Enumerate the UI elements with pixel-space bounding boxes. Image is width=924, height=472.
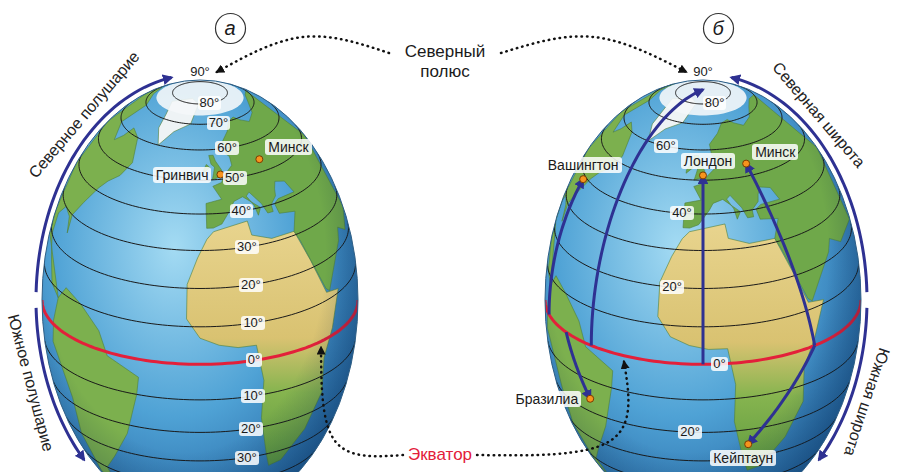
dotted-leader <box>321 347 403 456</box>
latitude-label: 20° <box>660 280 684 294</box>
latitude-arrow <box>549 179 583 314</box>
latitude-label: 90° <box>691 65 715 79</box>
latitude-label: 40° <box>670 206 694 220</box>
city-label: Гринвич <box>153 167 212 183</box>
latitude-label: 10° <box>241 389 265 403</box>
latitude-label: 30° <box>235 451 259 465</box>
direction-arc-arrow <box>36 77 171 292</box>
dotted-leader <box>217 36 389 72</box>
figure-letter: а <box>214 12 247 45</box>
latitude-arrow <box>746 164 815 346</box>
latitude-arrow <box>748 345 815 444</box>
latitude-label: 40° <box>230 204 254 218</box>
city-dot <box>256 156 263 163</box>
globe-shade <box>545 80 861 472</box>
globe-ocean <box>545 80 861 472</box>
city-label: Минск <box>265 139 311 155</box>
city-dot <box>700 172 707 179</box>
latitude-label: 80° <box>198 96 222 110</box>
latitude-label: 60° <box>215 141 239 155</box>
city-label: Минск <box>752 144 798 160</box>
city-dot <box>580 176 587 183</box>
latitude-label: 20° <box>239 278 263 292</box>
latitude-label: 0° <box>711 357 727 371</box>
globe-outline <box>42 80 358 472</box>
latitude-label: 50° <box>223 171 247 185</box>
equator-callout: Экватор <box>408 445 472 465</box>
pole-callout: Северный полюс <box>393 42 497 82</box>
city-dot <box>743 160 750 167</box>
direction-arc-arrow <box>731 77 866 292</box>
latitude-label: 30° <box>235 240 259 254</box>
figure-letter: б <box>702 12 735 45</box>
globe-ocean <box>42 80 358 472</box>
dotted-leader <box>477 362 628 456</box>
latitude-label: 10° <box>241 316 265 330</box>
latitude-arrow <box>591 90 703 346</box>
globe <box>42 80 358 472</box>
city-label: Лондон <box>681 153 735 169</box>
latitude-arrow <box>566 332 590 399</box>
latitude-label: 60° <box>654 139 678 153</box>
latitude-label: 70° <box>207 116 231 130</box>
globe <box>545 80 861 472</box>
city-label: Вашингтон <box>545 157 622 173</box>
city-label: Кейптаун <box>710 450 776 466</box>
globe-outline <box>545 80 861 472</box>
figure-letter-circle: а <box>214 12 247 45</box>
city-label: Бразилиа <box>513 391 582 407</box>
figure-letter-circle: б <box>702 12 735 45</box>
city-dot <box>745 441 752 448</box>
city-dot <box>587 395 594 402</box>
latitude-arrow <box>702 175 705 364</box>
latitude-label: 80° <box>703 96 727 110</box>
dotted-leader <box>501 36 686 72</box>
latitude-label: 20° <box>239 422 263 436</box>
globe-shade <box>42 80 358 472</box>
latitude-label: 20° <box>678 425 702 439</box>
latitude-label: 0° <box>246 353 262 367</box>
latitude-label: 90° <box>188 65 212 79</box>
